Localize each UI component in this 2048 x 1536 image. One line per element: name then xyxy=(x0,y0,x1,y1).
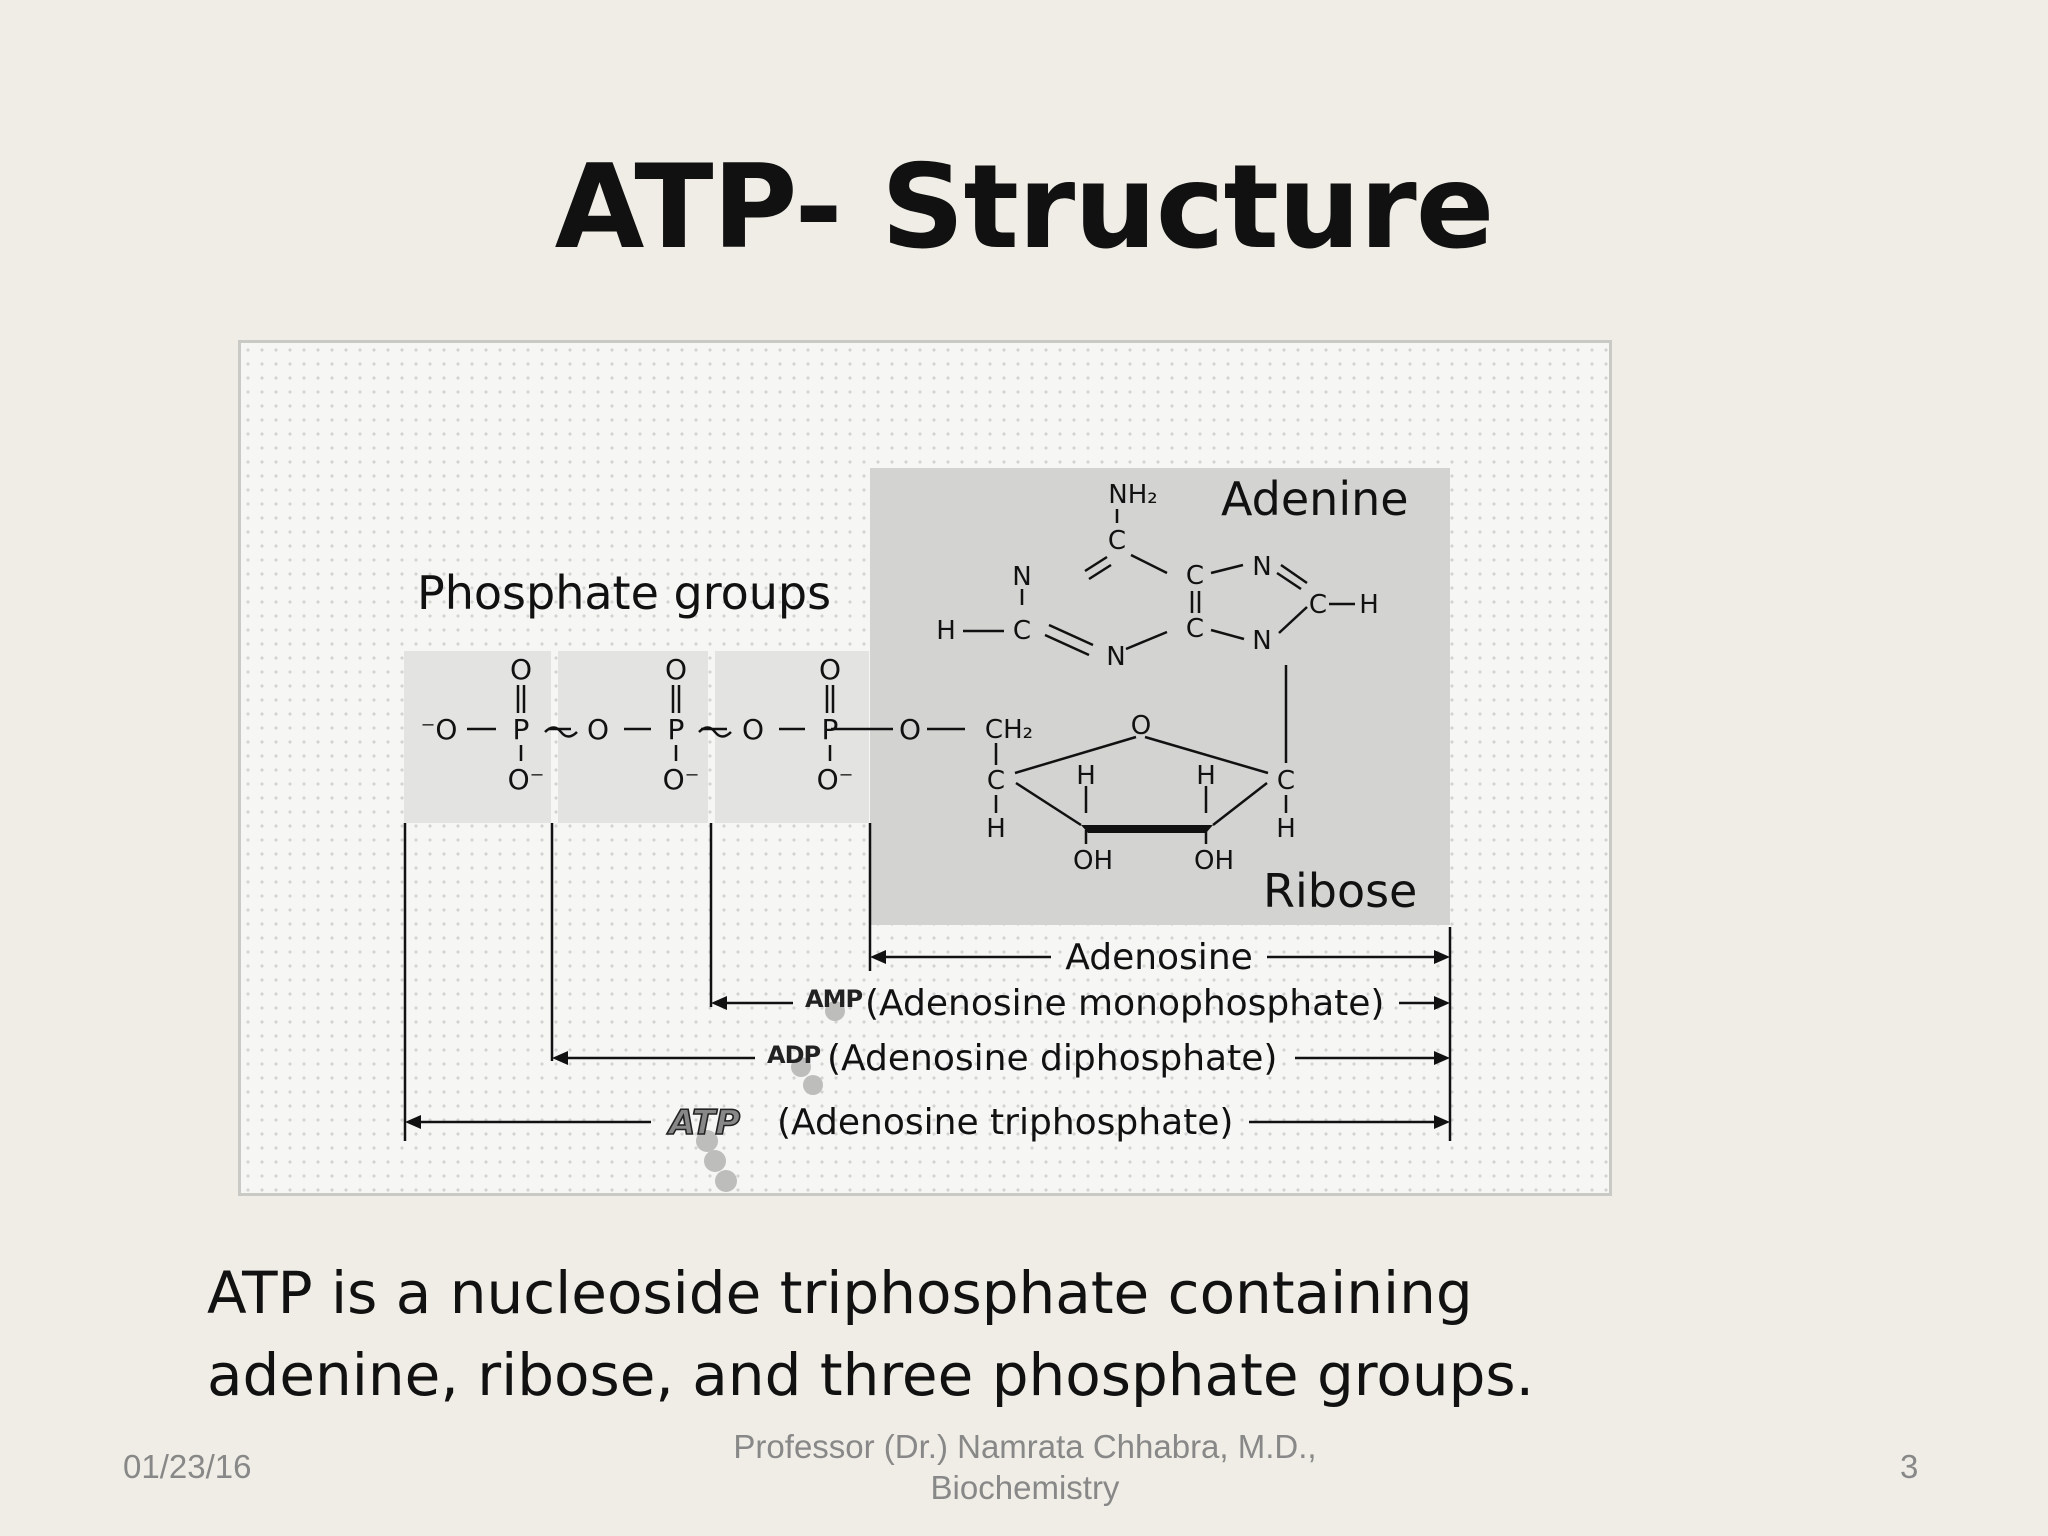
atom-c4: C xyxy=(987,766,1005,796)
atom-c2: C xyxy=(1013,616,1031,646)
atom-h-c2: H xyxy=(1196,761,1216,791)
label-ribose: Ribose xyxy=(1263,864,1417,918)
atp-badge: ATP xyxy=(666,1103,740,1143)
adp-badge: ADP xyxy=(767,1041,820,1069)
atom-o-double-3: O xyxy=(819,653,841,686)
atom-o-double-2: O xyxy=(665,653,687,686)
atom-o-minus-terminal: ⁻O xyxy=(421,713,458,746)
adenosine-shaded-region xyxy=(870,468,1450,925)
atp-structure-figure: ⁻O P O P O P O O O O O⁻ O⁻ O⁻ CH₂ C H O … xyxy=(238,340,1612,1196)
phosphate-shade-1 xyxy=(404,651,551,823)
label-adenosine: Adenosine xyxy=(1065,937,1253,978)
footer-author: Professor (Dr.) Namrata Chhabra, M.D., B… xyxy=(640,1426,1410,1508)
caption-line-2: adenine, ribose, and three phosphate gro… xyxy=(207,1341,1535,1409)
atom-p-gamma: P xyxy=(513,713,530,746)
footer-date: 01/23/16 xyxy=(123,1448,252,1485)
footer-page-number: 3 xyxy=(1900,1448,1919,1485)
caption-line-1: ATP is a nucleoside triphosphate contain… xyxy=(207,1259,1473,1327)
atom-oh-c2: OH xyxy=(1194,846,1234,876)
label-adenine: Adenine xyxy=(1221,472,1409,526)
atom-n1: N xyxy=(1012,562,1031,592)
phosphate-shade-3 xyxy=(715,651,869,823)
atom-o-ring: O xyxy=(1131,711,1151,741)
atom-o-bridge-2: O xyxy=(742,713,764,746)
label-amp: (Adenosine monophosphate) xyxy=(865,983,1384,1024)
atom-o-bridge-1: O xyxy=(587,713,609,746)
slide-caption: ATP is a nucleoside triphosphate contain… xyxy=(207,1252,1707,1416)
atom-c6: C xyxy=(1108,526,1126,556)
atom-o-minus-1: O⁻ xyxy=(508,763,545,796)
atom-h-c1: H xyxy=(1276,814,1296,844)
atom-o-minus-3: O⁻ xyxy=(817,763,854,796)
footer-author-line-1: Professor (Dr.) Namrata Chhabra, M.D., xyxy=(733,1428,1317,1465)
atom-p-beta: P xyxy=(668,713,685,746)
slide-title: ATP- Structure xyxy=(554,140,1495,275)
atom-c1: C xyxy=(1277,766,1295,796)
atom-c4-adenine: C xyxy=(1186,614,1204,644)
atom-ch2: CH₂ xyxy=(985,715,1033,745)
atom-h-c4: H xyxy=(986,814,1006,844)
atom-nh2: NH₂ xyxy=(1108,480,1157,510)
phosphate-shade-2 xyxy=(558,651,708,823)
atom-n7: N xyxy=(1252,552,1271,582)
label-phosphate-groups: Phosphate groups xyxy=(417,566,831,620)
atom-c5: C xyxy=(1186,561,1204,591)
atom-c8: C xyxy=(1309,590,1327,620)
label-atp: (Adenosine triphosphate) xyxy=(777,1102,1233,1143)
atom-o-bridge-3: O xyxy=(899,713,921,746)
atom-oh-c3: OH xyxy=(1073,846,1113,876)
amp-badge: AMP xyxy=(805,985,862,1013)
atom-h-c8: H xyxy=(1359,590,1379,620)
atom-h-c2-adenine: H xyxy=(936,616,956,646)
atom-n9: N xyxy=(1252,626,1271,656)
atom-o-double-1: O xyxy=(510,653,532,686)
footer-author-line-2: Biochemistry xyxy=(930,1469,1120,1506)
atom-h-c3: H xyxy=(1076,761,1096,791)
atom-o-minus-2: O⁻ xyxy=(663,763,700,796)
label-adp: (Adenosine diphosphate) xyxy=(827,1038,1277,1079)
atom-n3: N xyxy=(1106,642,1125,672)
atom-p-alpha: P xyxy=(822,713,839,746)
